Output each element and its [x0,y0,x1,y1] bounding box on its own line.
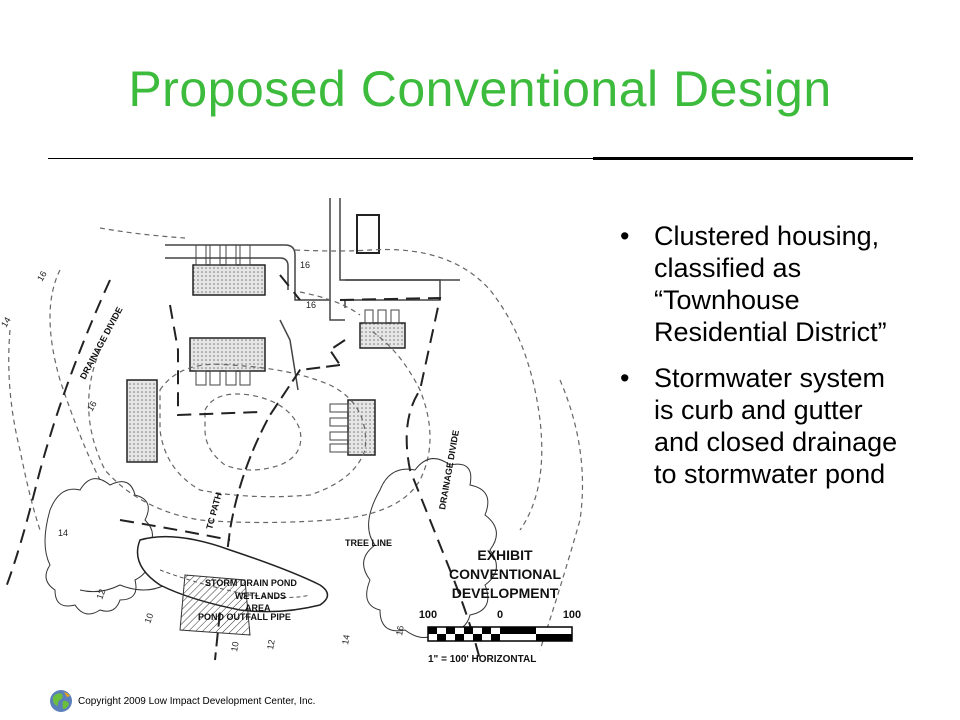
contour-lines [8,227,584,651]
contour-label: 14 [0,315,13,329]
exhibit-title-line-2: CONVENTIONAL [449,566,561,582]
tc-path-label: TC PATH [204,492,223,531]
exhibit-title-line-3: DEVELOPMENT [452,585,559,601]
garages [195,244,400,453]
bullet-text: Stormwater system is curb and gutter and… [654,363,898,489]
title-divider-thin [48,158,593,159]
footer: Copyright 2009 Low Impact Development Ce… [48,688,315,714]
bullet-item: • Stormwater system is curb and gutter a… [612,362,912,490]
scale-text: 1" = 100' HORIZONTAL [428,654,536,665]
area-label: AREA [245,603,271,613]
slide-title: Proposed Conventional Design [128,61,832,117]
wetlands-label: WETLANDS [235,591,286,601]
contour-label: 10 [142,612,155,625]
globe-logo-icon [48,688,74,714]
contour-label: 10 [229,641,241,653]
exhibit-title-line-1: EXHIBIT [477,547,533,563]
bullet-text: Clustered housing, classified as “Townho… [654,221,887,347]
townhouse-buildings [126,264,406,463]
tree-line-label: TREE LINE [345,538,392,548]
title-divider-thick [593,157,913,160]
contour-label: 16 [300,260,310,270]
outbuilding [356,214,380,254]
scale-number-left: 100 [419,609,437,621]
bullet-dot: • [620,221,630,251]
contour-label: 12 [265,639,277,651]
roads [165,198,460,391]
drainage-divide-left-label: DRAINAGE DIVIDE [78,305,125,381]
bullet-list: • Clustered housing, classified as “Town… [612,220,912,504]
site-plan-diagram: DRAINAGE DIVIDE DRAINAGE DIVIDE TC PATH … [0,198,584,665]
copyright-text: Copyright 2009 Low Impact Development Ce… [78,695,316,707]
storm-drain-pond-label: STORM DRAIN POND [205,578,297,588]
contour-label: 16 [85,399,99,413]
drainage-divides [4,274,481,661]
scale-number-right: 100 [563,609,581,621]
scale-bar: 100 0 100 1" = 100' HORIZONTAL [419,609,581,665]
bullet-dot: • [620,363,630,393]
bullet-item: • Clustered housing, classified as “Town… [612,220,912,348]
pond-outfall-pipe-label: POND OUTFALL PIPE [198,612,291,622]
scale-number-mid: 0 [497,609,503,621]
contour-label: 12 [94,588,107,601]
contour-label: 16 [306,300,316,310]
contour-label: 16 [35,269,49,283]
contour-label: 16 [394,625,406,637]
storm-drain-pond [136,535,329,636]
drainage-divide-right-label: DRAINAGE DIVIDE [437,429,461,510]
contour-label: 14 [340,634,352,646]
contour-label: 14 [58,528,68,538]
